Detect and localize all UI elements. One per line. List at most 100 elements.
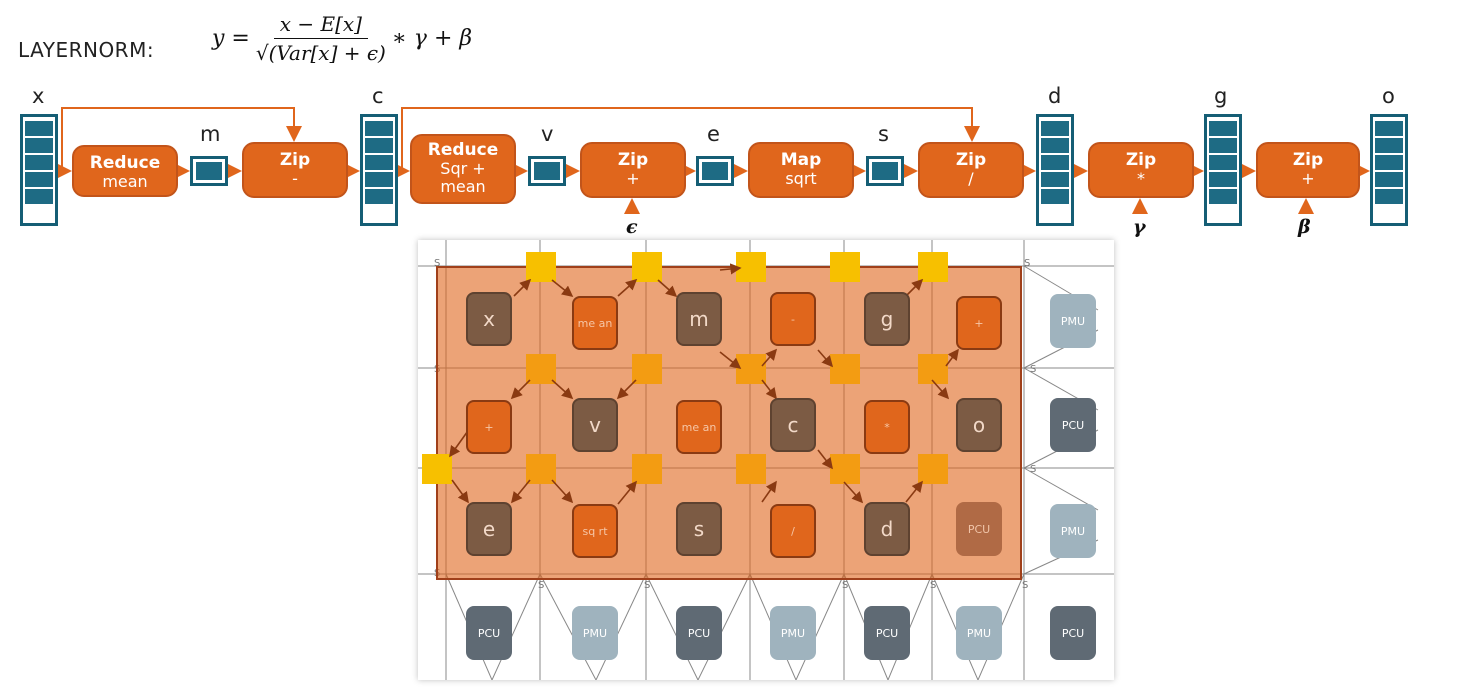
op-sub: * [1137, 169, 1145, 188]
formula-rhs: ∗ γ + β [391, 26, 473, 51]
scalar-s [866, 156, 904, 186]
switch-label: S [1024, 258, 1031, 269]
param-epsilon: ϵ [626, 216, 638, 238]
scalar-m [190, 156, 228, 186]
grid-node-add-beta: + [956, 296, 1002, 350]
right-node-2: PCU [1050, 398, 1096, 452]
switch-label: S [644, 580, 651, 591]
op-title: Reduce [427, 140, 499, 160]
op-map-sqrt: Map sqrt [748, 142, 854, 198]
op-sub: - [292, 169, 298, 188]
vector-o [1370, 114, 1408, 226]
switch [830, 354, 860, 384]
vector-d [1036, 114, 1074, 226]
mapped-region [436, 266, 1022, 580]
op-zip-add-epsilon: Zip + [580, 142, 686, 198]
label-o: o [1382, 84, 1395, 108]
op-sub: mean [102, 172, 148, 191]
switch [830, 454, 860, 484]
op-title: Zip [617, 150, 649, 170]
op-zip-multiply-gamma: Zip * [1088, 142, 1194, 198]
op-title: Zip [279, 150, 311, 170]
formula-denominator: √(Var[x] + ϵ) [255, 41, 386, 65]
label-x: x [32, 84, 45, 108]
op-title: Zip [1292, 150, 1324, 170]
switch-label: S [842, 580, 849, 591]
op-title: Reduce [89, 153, 161, 173]
grid-node-m: m [676, 292, 722, 346]
grid-node-multiply: * [864, 400, 910, 454]
switch-label: S [434, 258, 441, 269]
switch [526, 454, 556, 484]
routing-arrows [449, 263, 959, 505]
label-g: g [1214, 84, 1228, 108]
bottom-node-3: PCU [676, 606, 722, 660]
label-v: v [541, 122, 554, 146]
op-sub: / [968, 169, 974, 188]
right-node-1: PMU [1050, 294, 1096, 348]
op-title: Map [780, 150, 822, 170]
switch [736, 454, 766, 484]
label-c: c [372, 84, 384, 108]
formula-fraction: x − E[x] √(Var[x] + ϵ) [256, 12, 386, 65]
switch-label: S [1030, 364, 1037, 375]
switch [632, 454, 662, 484]
grid-node-e: e [466, 502, 512, 556]
grid-node-v: v [572, 398, 618, 452]
switch [830, 252, 860, 282]
bottom-node-7: PCU [1050, 606, 1096, 660]
op-sub2: mean [440, 177, 486, 196]
edge-x-skip [61, 107, 302, 171]
op-zip-subtract: Zip - [242, 142, 348, 198]
switch-label: S [538, 580, 545, 591]
op-reduce-sqr-mean: Reduce Sqr + mean [410, 134, 516, 204]
param-beta: β [1298, 216, 1311, 238]
hardware-grid-panel: PMU PCU PMU PCU PMU PCU PMU PCU PMU PCU … [418, 240, 1114, 680]
op-sub: sqrt [785, 169, 817, 188]
switch [526, 354, 556, 384]
switch-label: S [1022, 580, 1029, 591]
grid-node-divide: / [770, 504, 816, 558]
switch [526, 252, 556, 282]
bottom-node-2: PMU [572, 606, 618, 660]
param-gamma: γ [1133, 216, 1146, 238]
bottom-node-4: PMU [770, 606, 816, 660]
bottom-node-1: PCU [466, 606, 512, 660]
switch [918, 354, 948, 384]
grid-node-mean-2: me an [676, 400, 722, 454]
scalar-v [528, 156, 566, 186]
switch-label: S [1030, 464, 1037, 475]
op-zip-divide: Zip / [918, 142, 1024, 198]
grid-node-sqrt: sq rt [572, 504, 618, 558]
bottom-node-6: PMU [956, 606, 1002, 660]
diagram-title: LAYERNORM: [18, 38, 155, 62]
label-m: m [200, 122, 221, 146]
vector-c [360, 114, 398, 226]
switch [422, 454, 452, 484]
grid-node-x: x [466, 292, 512, 346]
grid-node-g: g [864, 292, 910, 346]
switch [918, 454, 948, 484]
grid-node-o: o [956, 398, 1002, 452]
edge-c-skip [401, 107, 980, 171]
grid-node-add-epsilon: + [466, 400, 512, 454]
grid-node-pcu-unused: PCU [956, 502, 1002, 556]
switch [632, 252, 662, 282]
switch [918, 252, 948, 282]
op-reduce-mean: Reduce mean [72, 145, 178, 197]
right-node-3: PMU [1050, 504, 1096, 558]
switch-label: S [930, 580, 937, 591]
formula-lhs: y = [212, 26, 250, 51]
grid-node-mean-1: me an [572, 296, 618, 350]
vector-g [1204, 114, 1242, 226]
switch [632, 354, 662, 384]
grid-node-d: d [864, 502, 910, 556]
op-sub: + [1301, 169, 1315, 188]
op-title: Zip [1125, 150, 1157, 170]
scalar-e [696, 156, 734, 186]
formula-numerator: x − E[x] [273, 12, 368, 39]
label-e: e [707, 122, 720, 146]
op-zip-add-beta: Zip + [1256, 142, 1360, 198]
grid-node-c: c [770, 398, 816, 452]
bottom-node-5: PCU [864, 606, 910, 660]
